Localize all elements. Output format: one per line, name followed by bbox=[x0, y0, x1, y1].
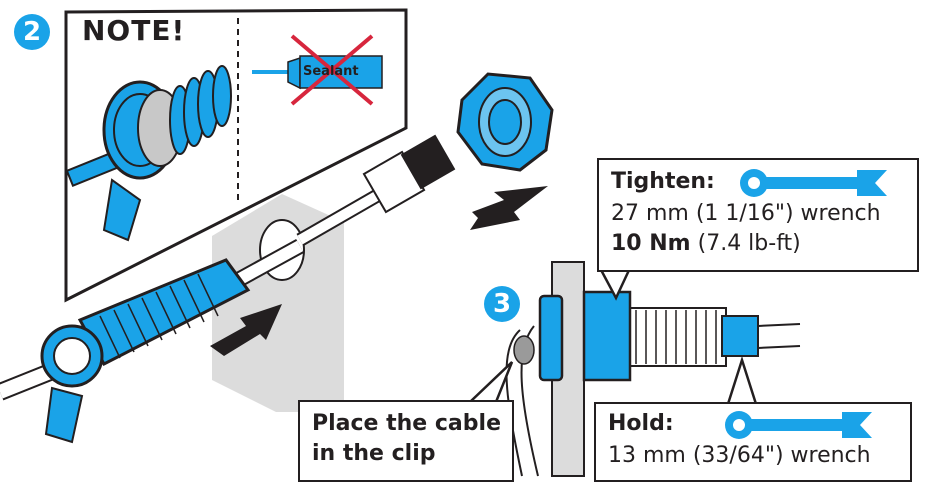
note-title: NOTE! bbox=[82, 14, 186, 47]
hex-nut-illustration bbox=[456, 72, 554, 172]
tighten-torque: 10 Nm (7.4 lb-ft) bbox=[611, 230, 801, 258]
step-2-badge: 2 bbox=[14, 14, 50, 50]
wrench-icon bbox=[740, 169, 887, 197]
tighten-wrench-size: 27 mm (1 1/16") wrench bbox=[611, 201, 881, 226]
torque-imperial: (7.4 lb-ft) bbox=[690, 231, 801, 256]
place-pointer bbox=[466, 361, 514, 404]
note-fitting-illustration bbox=[65, 65, 232, 242]
place-cable-callout: Place the cable in the clip bbox=[298, 400, 514, 482]
connector-illustration bbox=[362, 134, 456, 214]
hold-wrench-size: 13 mm (33/64") wrench bbox=[608, 443, 871, 468]
sealant-label: Sealant bbox=[303, 64, 359, 79]
arrow-into-wall bbox=[210, 304, 282, 356]
place-line-2: in the clip bbox=[312, 441, 436, 466]
hold-callout: Hold: 13 mm (33/64") wrench bbox=[594, 402, 912, 482]
gland-fitting-illustration bbox=[0, 238, 304, 444]
sealant-tube-illustration bbox=[252, 34, 383, 106]
cable-line bbox=[296, 187, 384, 247]
step-3-badge: 3 bbox=[484, 286, 520, 322]
tighten-title: Tighten: bbox=[611, 169, 715, 194]
wrench-icon bbox=[725, 411, 872, 439]
tighten-callout: Tighten: 27 mm (1 1/16") wrench 10 Nm (7… bbox=[597, 158, 919, 272]
hold-pointer bbox=[726, 355, 758, 406]
wall-plate bbox=[212, 194, 344, 412]
hold-title: Hold: bbox=[608, 411, 674, 436]
arrow-to-connector bbox=[470, 186, 548, 230]
cross-line-2 bbox=[290, 34, 374, 106]
installed-fitting-illustration bbox=[505, 261, 801, 477]
place-line-1: Place the cable bbox=[312, 411, 501, 436]
torque-value: 10 Nm bbox=[611, 231, 691, 256]
